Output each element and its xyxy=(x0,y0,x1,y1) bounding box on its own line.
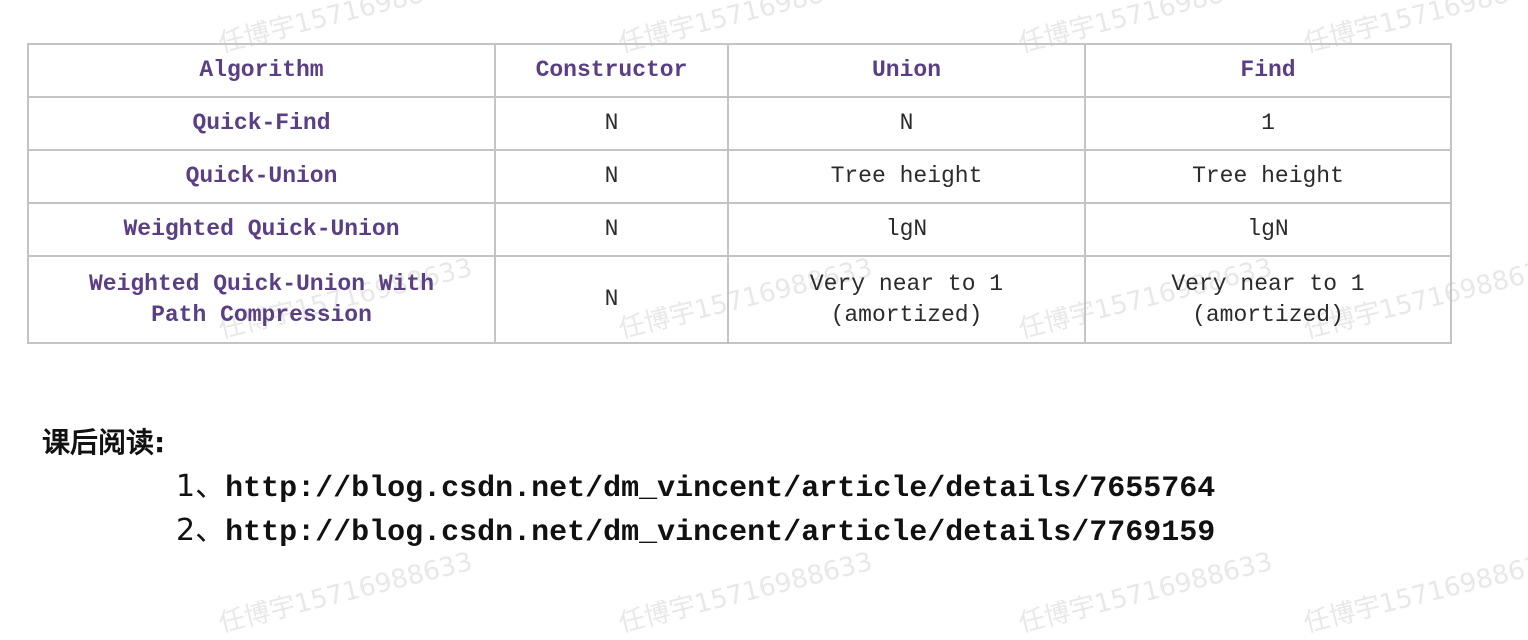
further-reading-list: 1、http://blog.csdn.net/dm_vincent/articl… xyxy=(42,466,1215,554)
header-constructor: Constructor xyxy=(494,43,729,98)
link-number: 1、 xyxy=(176,469,226,504)
complexity-table: Algorithm Constructor Union Find Quick-F… xyxy=(27,43,1452,344)
further-reading: 课后阅读: 1、http://blog.csdn.net/dm_vincent/… xyxy=(42,424,1215,554)
find-line: Very near to 1 xyxy=(1171,270,1365,297)
watermark-text: 任博宇15716988633 xyxy=(1015,546,1276,639)
algorithm-cell: Quick-Find xyxy=(27,96,496,151)
constructor-cell: N xyxy=(494,202,729,257)
further-reading-title: 课后阅读: xyxy=(42,426,166,459)
reading-link[interactable]: http://blog.csdn.net/dm_vincent/article/… xyxy=(225,472,1216,506)
reading-link[interactable]: http://blog.csdn.net/dm_vincent/article/… xyxy=(225,516,1216,550)
union-line: Very near to 1 xyxy=(809,270,1004,297)
union-line: (amortized) xyxy=(830,301,983,328)
table-header-row: Algorithm Constructor Union Find xyxy=(27,43,1452,98)
constructor-cell: N xyxy=(494,255,729,344)
table-row: Quick-Find N N 1 xyxy=(27,96,1452,151)
watermark-text: 任博宇15716988633 xyxy=(615,546,876,639)
header-union: Union xyxy=(727,43,1086,98)
watermark-text: 任博宇15716988633 xyxy=(215,546,476,639)
union-cell: Tree height xyxy=(727,149,1086,204)
table-row: Weighted Quick-Union With Path Compressi… xyxy=(27,255,1452,344)
link-number: 2、 xyxy=(176,513,226,548)
constructor-cell: N xyxy=(494,96,729,151)
constructor-cell: N xyxy=(494,149,729,204)
find-line: (amortized) xyxy=(1192,301,1344,328)
algorithm-cell: Weighted Quick-Union With Path Compressi… xyxy=(27,255,496,344)
table-row: Weighted Quick-Union N lgN lgN xyxy=(27,202,1452,257)
union-cell: lgN xyxy=(727,202,1086,257)
find-cell: lgN xyxy=(1084,202,1452,257)
algorithm-line: Weighted Quick-Union With xyxy=(88,270,435,297)
find-cell: 1 xyxy=(1084,96,1452,151)
algorithm-cell: Quick-Union xyxy=(27,149,496,204)
find-cell: Tree height xyxy=(1084,149,1452,204)
list-item: 1、http://blog.csdn.net/dm_vincent/articl… xyxy=(176,466,1215,510)
header-algorithm: Algorithm xyxy=(27,43,496,98)
table-row: Quick-Union N Tree height Tree height xyxy=(27,149,1452,204)
algorithm-line: Path Compression xyxy=(151,301,372,328)
union-cell: Very near to 1 (amortized) xyxy=(727,255,1086,344)
list-item: 2、http://blog.csdn.net/dm_vincent/articl… xyxy=(176,510,1215,554)
union-cell: N xyxy=(727,96,1086,151)
watermark-text: 任博宇15716988633 xyxy=(1300,546,1528,639)
algorithm-cell: Weighted Quick-Union xyxy=(27,202,496,257)
find-cell: Very near to 1 (amortized) xyxy=(1084,255,1452,344)
header-find: Find xyxy=(1084,43,1452,98)
